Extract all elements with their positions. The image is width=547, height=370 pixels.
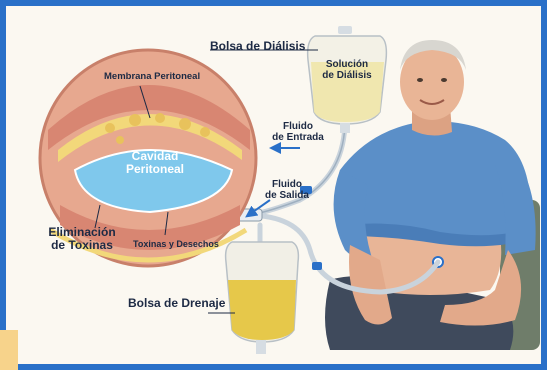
label-fluido-salida: Fluido de Salida — [262, 180, 312, 201]
label-solucion: Solución de Diálisis — [318, 60, 376, 81]
label-eliminacion-line2: de Toxinas — [51, 238, 113, 252]
label-solucion-line1: Solución — [326, 59, 368, 70]
label-eliminacion: Eliminación de Toxinas — [42, 226, 122, 251]
label-toxinas: Toxinas y Desechos — [133, 240, 219, 249]
label-bolsa-drenaje: Bolsa de Drenaje — [128, 297, 225, 310]
label-bolsa-dialisis: Bolsa de Diálisis — [210, 40, 305, 53]
clamp-outflow — [312, 262, 322, 270]
label-cavidad: Cavidad Peritoneal — [120, 150, 190, 175]
label-membrana: Membrana Peritoneal — [104, 72, 200, 82]
patient-eye-right — [441, 78, 447, 82]
label-fluido-entrada-line1: Fluido — [283, 121, 313, 132]
label-fluido-salida-line2: de Salida — [265, 190, 309, 201]
patient-eye-left — [417, 78, 423, 82]
label-cavidad-line2: Peritoneal — [126, 162, 184, 176]
label-fluido-entrada-line2: de Entrada — [272, 132, 324, 143]
label-fluido-salida-line1: Fluido — [272, 179, 302, 190]
drain-fluid — [228, 280, 296, 340]
label-fluido-entrada: Fluido de Entrada — [272, 122, 324, 143]
bag-port — [340, 123, 350, 133]
drainage-bag — [226, 242, 299, 354]
drain-bag-port — [256, 340, 266, 354]
label-solucion-line2: de Diálisis — [322, 70, 371, 81]
bag-hanger — [338, 26, 352, 34]
